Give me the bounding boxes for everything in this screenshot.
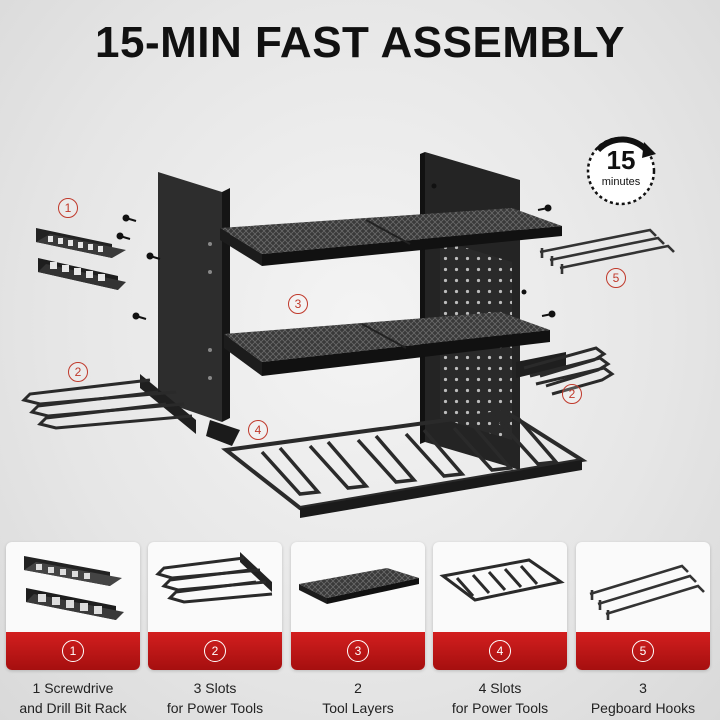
component-cards: 1 2 3 (0, 542, 720, 720)
card-band: 1 (6, 632, 140, 670)
caption-side-holder: 3 Slots for Power Tools (166, 680, 264, 716)
bottom-holder-thumbnail (439, 558, 565, 602)
card-band: 3 (291, 632, 425, 670)
bottom-power-tool-holder (221, 409, 588, 518)
callout-shelf: 3 (288, 294, 308, 314)
component-card-bit-rack: 1 (6, 542, 140, 670)
component-card-side-holder: 2 (148, 542, 282, 670)
callout-bottom-holder: 4 (248, 420, 268, 440)
screwdriver-bit-rack (36, 228, 126, 290)
timer-unit: minutes (601, 176, 641, 188)
card-number-badge: 3 (347, 640, 369, 662)
pegboard-hooks-thumbnail (589, 564, 705, 620)
card-number-badge: 5 (632, 640, 654, 662)
timer-number: 15 (606, 145, 636, 175)
caption-bit-rack: 1 Screwdrive and Drill Bit Rack (19, 680, 127, 716)
assembly-timer-badge: 15 minutes (578, 128, 664, 214)
left-side-panel (158, 172, 240, 446)
side-holder-thumbnail (155, 552, 273, 604)
card-band: 4 (433, 632, 567, 670)
callout-bit-rack: 1 (58, 198, 78, 218)
bit-rack-thumbnail (24, 556, 124, 620)
callout-pegboard-hooks: 5 (606, 268, 626, 288)
component-card-shelf: 3 (291, 542, 425, 670)
card-band: 5 (576, 632, 710, 670)
pegboard-hooks (539, 228, 675, 274)
right-power-tool-holder (516, 346, 615, 396)
card-number-badge: 2 (204, 640, 226, 662)
card-number-badge: 4 (489, 640, 511, 662)
assembly-screws (116, 183, 556, 320)
card-band: 2 (148, 632, 282, 670)
exploded-assembly-illustration (21, 152, 675, 518)
caption-shelf: 2 Tool Layers (322, 680, 394, 716)
middle-mesh-shelf (224, 312, 550, 376)
timer-clock-icon (586, 136, 656, 206)
component-card-pegboard-hooks: 5 (576, 542, 710, 670)
shelf-thumbnail (299, 568, 419, 604)
callout-left-holder: 2 (68, 362, 88, 382)
caption-pegboard-hooks: 3 Pegboard Hooks (590, 680, 696, 716)
caption-bottom-holder: 4 Slots for Power Tools (451, 680, 549, 716)
top-mesh-shelf (220, 208, 562, 266)
callout-right-holder: 2 (562, 384, 582, 404)
component-card-bottom-holder: 4 (433, 542, 567, 670)
page-title: 15-MIN FAST ASSEMBLY (95, 18, 625, 67)
card-number-badge: 1 (62, 640, 84, 662)
left-power-tool-holder (21, 374, 196, 434)
